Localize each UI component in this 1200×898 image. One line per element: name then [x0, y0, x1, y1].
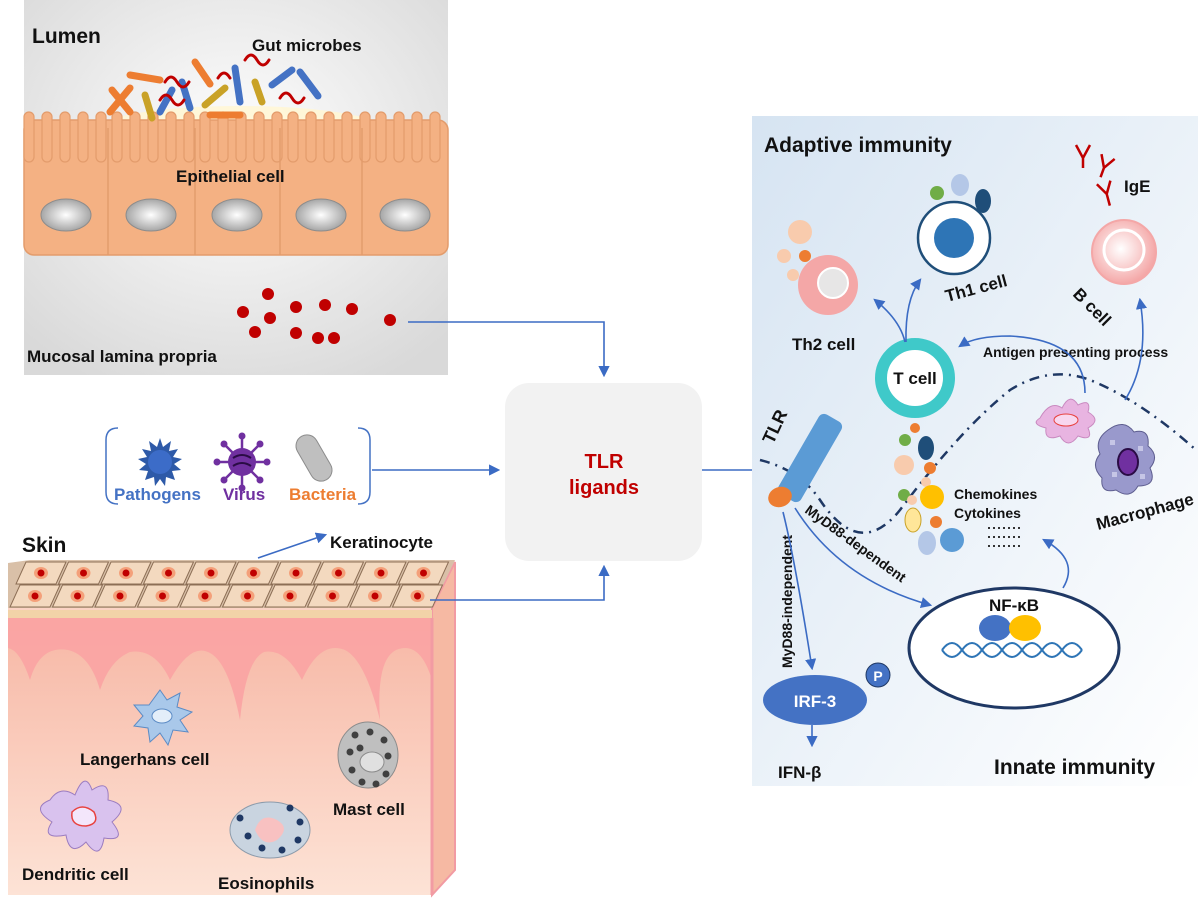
skin-panel: Skin Keratinocyte Langerhans cell Mast c… [8, 533, 456, 898]
irf3-label: IRF-3 [794, 692, 837, 711]
tlr-ligands-line1: TLR [585, 451, 624, 473]
myd88-independent-label: MyD88-independent [779, 535, 795, 668]
irf3-icon [763, 662, 891, 725]
chemokines-label: Chemokines [954, 486, 1037, 502]
eosinophil-icon [229, 801, 311, 859]
langerhans-label: Langerhans cell [80, 750, 209, 769]
virus-icon [213, 432, 271, 492]
tlr-ligands-box: TLR ligands [505, 383, 702, 561]
lamina-propria-dots [237, 288, 396, 344]
mast-cell-icon [337, 721, 399, 789]
pathway-arrows [782, 278, 1147, 748]
phosphate-label: P [873, 668, 882, 684]
keratinocyte-nucleus-core [377, 569, 385, 577]
bacteria-label: Bacteria [289, 485, 357, 504]
gut-microbes-icon [106, 53, 322, 122]
keratinocyte-nucleus-core [159, 592, 166, 600]
pathogen-group: Pathogens Virus Bacteria [105, 427, 371, 505]
cytokines-label: Cytokines [954, 505, 1021, 521]
keratinocyte-nucleus-core [371, 592, 379, 600]
dendritic-label: Dendritic cell [22, 865, 129, 884]
keratinocyte-cells [9, 561, 450, 608]
th2-cell-label: Th2 cell [792, 335, 855, 354]
langerhans-cell-icon [132, 689, 194, 747]
th1-cell-icon [916, 174, 992, 276]
keratinocyte-nucleus-core [74, 592, 81, 600]
keratinocyte-nucleus-core [116, 592, 124, 600]
innate-immunity-title: Innate immunity [994, 756, 1155, 779]
keratinocyte-nucleus-core [292, 569, 300, 577]
th2-cell-icon [777, 220, 858, 315]
epithelial-nuclei [40, 198, 431, 232]
keratinocyte-nucleus-core [165, 569, 172, 577]
lamina-propria-label: Mucosal lamina propria [27, 347, 217, 366]
mast-cell-label: Mast cell [333, 800, 405, 819]
keratinocyte-nucleus-core [80, 569, 87, 577]
pathogens-label: Pathogens [114, 485, 201, 504]
nfkb-nucleus-icon [907, 586, 1121, 710]
membrane-line [759, 373, 1197, 534]
t-cell-icon [875, 338, 955, 418]
rete-ridges [8, 618, 432, 720]
antigen-process-label: Antigen presenting process [983, 344, 1168, 360]
dendritic-cell-icon [40, 780, 122, 852]
tlr-receptor-icon [768, 413, 843, 508]
ige-icon [1074, 144, 1116, 206]
keratinocyte-nucleus-core [207, 569, 215, 577]
pathogen-icon [138, 438, 182, 486]
keratinocyte-nucleus-core [122, 569, 130, 577]
keratinocyte-nucleus-core [335, 569, 342, 577]
keratinocyte-nucleus-core [244, 592, 251, 600]
keratinocyte-nucleus-core [37, 569, 45, 577]
epithelial-cell-label: Epithelial cell [176, 167, 285, 186]
keratinocyte-nucleus-core [250, 569, 257, 577]
keratinocyte-nucleus-core [329, 592, 336, 600]
ellipsis-dots [988, 527, 1020, 547]
eosinophils-label: Eosinophils [218, 874, 314, 893]
keratinocyte-nucleus-core [31, 592, 39, 600]
keratinocyte-nucleus-core [414, 592, 421, 600]
b-cell-icon [1091, 219, 1157, 285]
macrophage-icon [1095, 424, 1155, 495]
keratinocyte-nucleus-core [420, 569, 427, 577]
t-cell-label: T cell [893, 369, 936, 388]
epithelium [23, 111, 449, 256]
adaptive-immunity-title: Adaptive immunity [764, 134, 952, 157]
keratinocyte-nucleus-core [201, 592, 209, 600]
immunity-panel: Adaptive immunity Innate immunity Th1 ce… [752, 116, 1198, 786]
lumen-title: Lumen [32, 25, 101, 48]
nfkb-label: NF-κB [989, 596, 1039, 615]
tlr-ligands-line2: ligands [569, 477, 639, 499]
keratinocyte-label: Keratinocyte [330, 533, 433, 552]
ige-label: IgE [1124, 177, 1150, 196]
bacteria-icon [295, 434, 333, 482]
gut-microbes-label: Gut microbes [252, 36, 362, 55]
keratinocyte-nucleus-core [286, 592, 294, 600]
gut-panel: Lumen Gut microbes Epithelial cell Mucos… [23, 0, 449, 375]
ifnb-label: IFN-β [778, 763, 821, 782]
cytokine-granules [894, 423, 964, 555]
antigen-presenting-cell-icon [1035, 398, 1096, 444]
skin-title: Skin [22, 534, 66, 557]
virus-label: Virus [223, 485, 265, 504]
